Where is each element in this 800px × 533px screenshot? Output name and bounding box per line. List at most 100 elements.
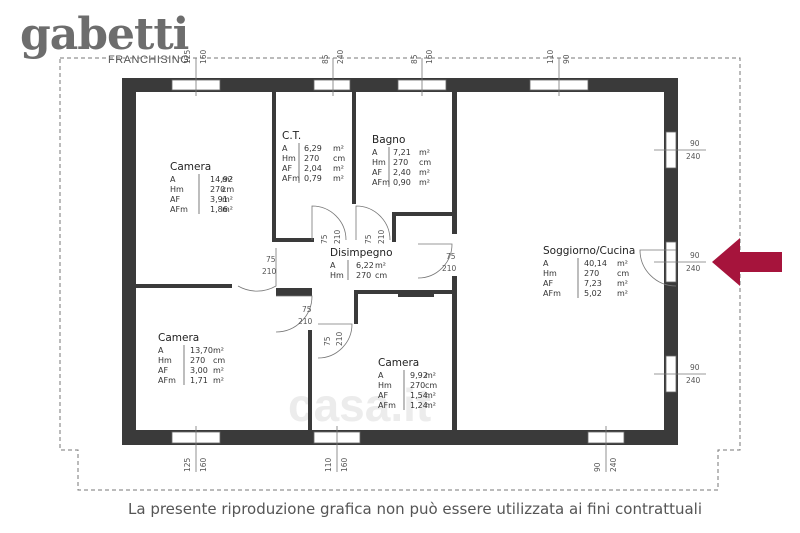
room-metric-key: AFm: [543, 289, 561, 298]
room-metric-key: A: [378, 371, 384, 380]
dim-h-right-2: 240: [686, 264, 701, 273]
doors: [237, 205, 677, 359]
dim-w-bottom-2: 110: [324, 457, 333, 472]
room-metric-key: AF: [158, 366, 168, 375]
room-name: Camera: [378, 357, 419, 369]
room-metric-unit: m²: [333, 174, 344, 183]
room-metric-unit: cm: [222, 185, 234, 194]
room-metric-value: 270: [304, 154, 319, 163]
room-metric-unit: m²: [222, 195, 233, 204]
dim-w-top-1: 125: [183, 49, 192, 64]
interior-walls: [136, 92, 457, 430]
room-metric-value: 6,29: [304, 144, 322, 153]
room-metric-key: AFm: [170, 205, 188, 214]
room-metric-key: A: [282, 144, 288, 153]
dim-w-top-3: 85: [410, 54, 419, 64]
door-soggiorno: [417, 243, 453, 279]
room-metric-key: AF: [170, 195, 180, 204]
dim-h-top-3: 160: [425, 49, 434, 64]
door-camera-sw: [275, 295, 313, 333]
room-metric-key: AFm: [372, 178, 390, 187]
dim-h-bottom-3: 240: [609, 457, 618, 472]
room-metric-value: 270: [410, 381, 425, 390]
gabetti-logo: gabetti FRANCHISING: [20, 9, 189, 67]
room-metric-value: 2,04: [304, 164, 322, 173]
room-name: Soggiorno/Cucina: [543, 245, 635, 257]
door-camera-nw: [237, 248, 277, 292]
room-metric-unit: m²: [375, 261, 386, 270]
room-metric-unit: cm: [375, 271, 387, 280]
room-metric-value: 3,00: [190, 366, 208, 375]
door1-h: 210: [262, 267, 277, 276]
room-metric-value: 7,23: [584, 279, 602, 288]
room-metric-value: 7,21: [393, 148, 411, 157]
room-metric-key: AFm: [282, 174, 300, 183]
room-metric-key: Hm: [543, 269, 557, 278]
door-camera-s: [317, 323, 353, 359]
room-metric-unit: m²: [213, 346, 224, 355]
room-metric-key: AF: [378, 391, 388, 400]
door6-w: 75: [323, 336, 332, 346]
room-metric-value: 0,79: [304, 174, 322, 183]
room-metric-value: 270: [393, 158, 408, 167]
room-metric-value: 1,86: [210, 205, 228, 214]
room-metric-unit: cm: [333, 154, 345, 163]
logo-text: gabetti: [20, 9, 189, 60]
door5-h: 210: [298, 317, 313, 326]
room-name: Bagno: [372, 134, 405, 146]
room-metric-value: 9,92: [410, 371, 428, 380]
room-metric-value: 1,71: [190, 376, 208, 385]
room-metric-key: AF: [372, 168, 382, 177]
room-metric-unit: m²: [425, 391, 436, 400]
room-metric-value: 1,24: [410, 401, 428, 410]
dim-w-top-4: 110: [546, 49, 555, 64]
room-metric-key: A: [158, 346, 164, 355]
room-metric-unit: cm: [425, 381, 437, 390]
door2-h: 210: [333, 229, 342, 244]
room-metric-unit: m²: [222, 205, 233, 214]
door-dimension-labels: 75 210 75 210 75 210 75 210 75 210 75 21…: [262, 229, 457, 346]
door5-w: 75: [302, 305, 312, 314]
room-metric-value: 13,70: [190, 346, 213, 355]
door-bagno: [355, 205, 391, 241]
door4-h: 210: [442, 264, 457, 273]
room-metric-unit: cm: [617, 269, 629, 278]
room-metric-unit: m²: [333, 144, 344, 153]
door-entrance: [639, 249, 677, 287]
room-metric-value: 270: [356, 271, 371, 280]
door2-w: 75: [320, 234, 329, 244]
window-dimension-labels: 125 160 85 240 85 160 110 90 90 240 90 2…: [183, 49, 701, 472]
room-metric-key: A: [543, 259, 549, 268]
room-metric-key: AFm: [158, 376, 176, 385]
room-metric-value: 270: [190, 356, 205, 365]
room-metric-key: A: [170, 175, 176, 184]
dim-w-right-3: 90: [690, 363, 700, 372]
room-metric-value: 6,22: [356, 261, 374, 270]
logo-subtitle: FRANCHISING: [108, 54, 190, 66]
door3-w: 75: [364, 234, 373, 244]
dim-h-top-1: 160: [199, 49, 208, 64]
door1-w: 75: [266, 255, 276, 264]
room-metric-unit: m²: [617, 289, 628, 298]
room-metric-value: 270: [210, 185, 225, 194]
dim-w-right-2: 90: [690, 251, 700, 260]
dim-h-bottom-2: 160: [340, 457, 349, 472]
room-metric-value: 40,14: [584, 259, 607, 268]
room-name: C.T.: [282, 130, 301, 142]
room-metric-value: 1,54: [410, 391, 428, 400]
door3-h: 210: [377, 229, 386, 244]
room-name: Camera: [158, 332, 199, 344]
room-metric-unit: m²: [425, 371, 436, 380]
door4-w: 75: [446, 252, 456, 261]
room-metric-value: 14,92: [210, 175, 233, 184]
room-name: Disimpegno: [330, 247, 393, 259]
dim-w-bottom-3: 90: [593, 462, 602, 472]
